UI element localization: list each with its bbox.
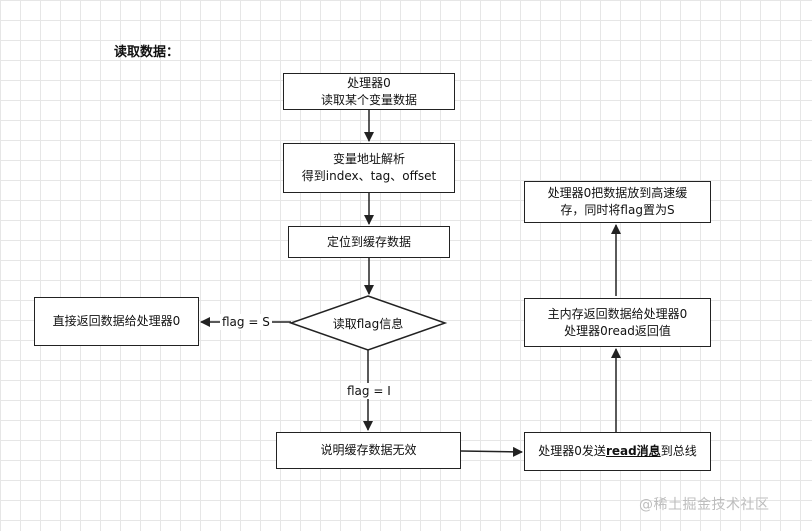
node-memory-return: 主内存返回数据给处理器0 处理器0read返回值 xyxy=(524,298,711,347)
node-read-flag-label: 读取flag信息 xyxy=(332,316,404,331)
send-read-prefix: 处理器0发送 xyxy=(538,444,606,458)
node-locate-cache: 定位到缓存数据 xyxy=(288,226,450,258)
node-processor-read-line1: 处理器0 xyxy=(347,75,391,90)
node-address-parse: 变量地址解析 得到index、tag、offset xyxy=(283,143,455,193)
node-memory-return-line2: 处理器0read返回值 xyxy=(564,323,671,338)
node-locate-cache-label: 定位到缓存数据 xyxy=(326,234,411,249)
node-direct-return: 直接返回数据给处理器0 xyxy=(34,297,199,346)
watermark: @稀土掘金技术社区 xyxy=(639,497,770,513)
edge-label-flag-s: flag = S xyxy=(220,314,272,330)
node-address-parse-line1: 变量地址解析 xyxy=(332,152,405,166)
node-send-read-message-label: 处理器0发送read消息到总线 xyxy=(538,443,696,460)
node-cache-invalid-label: 说明缓存数据无效 xyxy=(320,443,417,457)
node-processor-read: 处理器0 读取某个变量数据 xyxy=(283,73,455,110)
node-send-read-message: 处理器0发送read消息到总线 xyxy=(524,432,711,471)
node-direct-return-label: 直接返回数据给处理器0 xyxy=(52,314,181,328)
node-cache-store: 处理器0把数据放到高速缓 存，同时将flag置为S xyxy=(524,181,711,223)
diagram-title: 读取数据： xyxy=(114,45,180,60)
node-cache-invalid: 说明缓存数据无效 xyxy=(276,432,461,469)
edge-invalid-to-send-read xyxy=(460,446,523,457)
send-read-suffix: 到总线 xyxy=(660,444,697,458)
node-cache-store-line2: 存，同时将flag置为S xyxy=(560,203,675,217)
node-cache-store-line1: 处理器0把数据放到高速缓 xyxy=(547,186,688,200)
edge-label-flag-i: flag = I xyxy=(345,383,393,399)
send-read-bold: read消息 xyxy=(605,444,661,458)
node-address-parse-line2: 得到index、tag、offset xyxy=(301,169,437,183)
node-processor-read-line2: 读取某个变量数据 xyxy=(320,92,417,107)
node-memory-return-line1: 主内存返回数据给处理器0 xyxy=(547,306,688,321)
